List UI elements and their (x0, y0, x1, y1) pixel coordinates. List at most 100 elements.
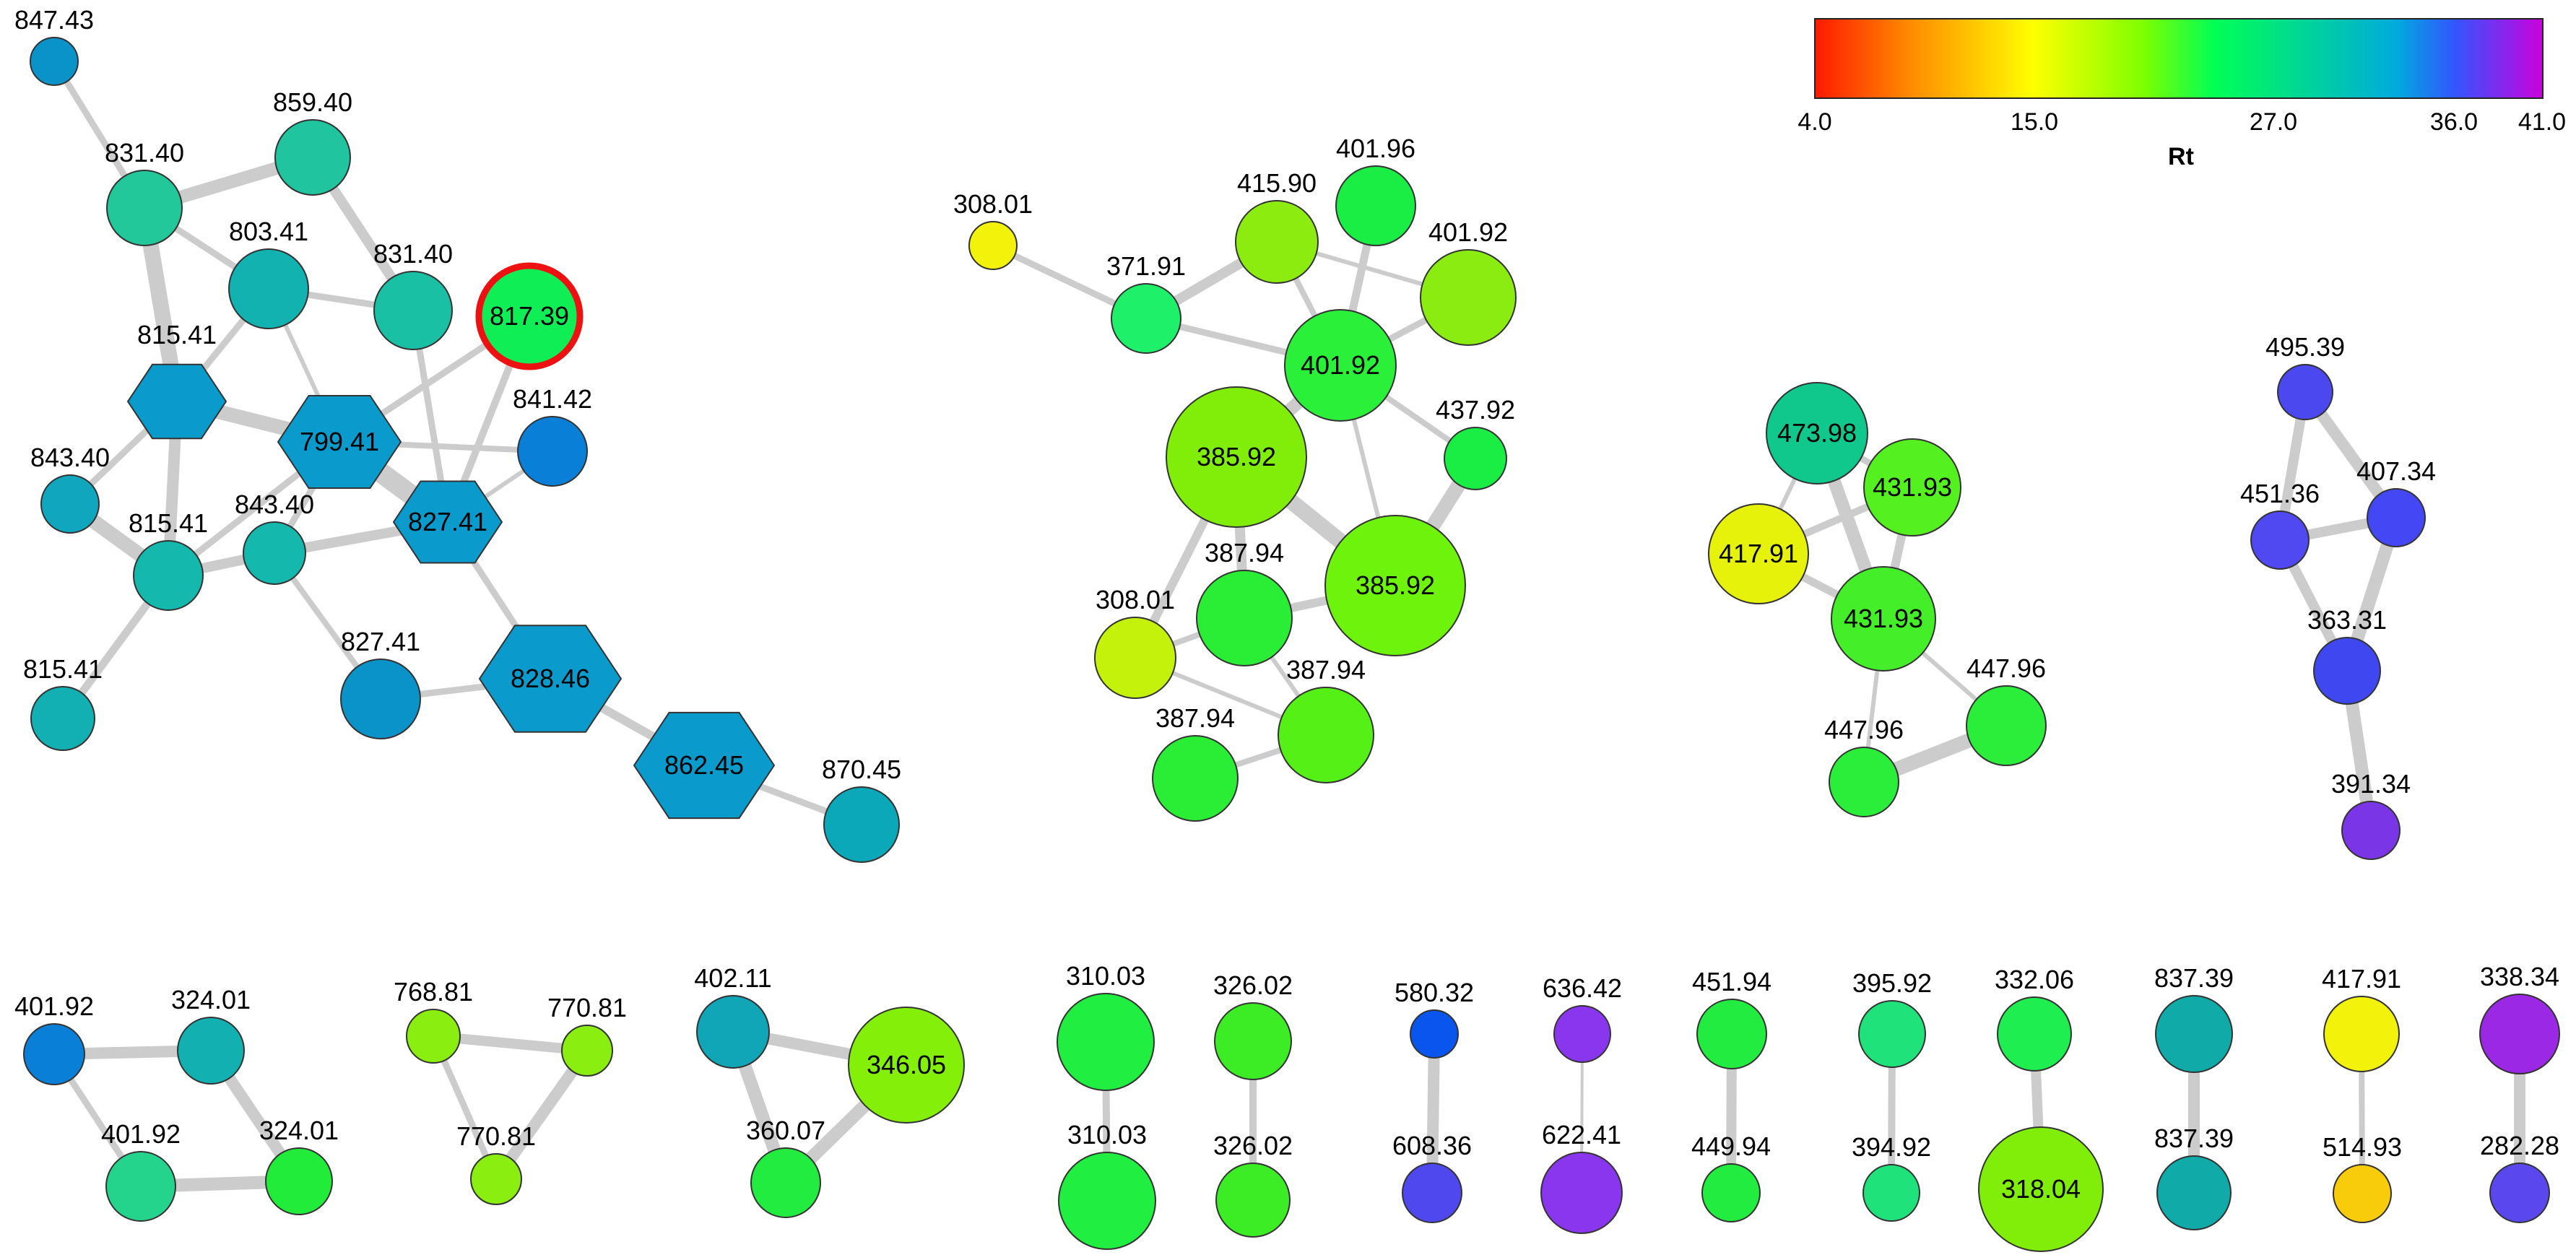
network-node[interactable]: 514.93 (2323, 1132, 2402, 1223)
network-node[interactable]: 437.92 (1436, 395, 1515, 490)
hexagon-node (633, 711, 776, 820)
node-label: 431.93 (1873, 472, 1952, 502)
network-node[interactable]: 417.91 (2322, 964, 2401, 1072)
network-node[interactable]: 324.01 (259, 1116, 339, 1215)
node-label: 447.96 (1966, 653, 2046, 683)
network-node[interactable]: 407.34 (2356, 456, 2436, 547)
network-node[interactable]: 837.39 (2154, 1124, 2234, 1230)
node-label: 473.98 (1777, 418, 1857, 448)
network-node[interactable]: 770.81 (547, 993, 627, 1077)
network-node[interactable]: 391.34 (2331, 769, 2411, 860)
node-label: 608.36 (1392, 1131, 1472, 1160)
circle-node (2277, 364, 2333, 420)
network-node[interactable]: 326.02 (1213, 970, 1293, 1080)
node-label: 803.41 (229, 217, 308, 246)
network-node[interactable]: 608.36 (1392, 1131, 1472, 1223)
network-node[interactable]: 431.93 (1831, 566, 1936, 672)
network-node[interactable]: 495.39 (2265, 332, 2345, 420)
network-node[interactable]: 308.01 (953, 189, 1033, 270)
network-node[interactable]: 859.40 (273, 87, 352, 196)
network-node[interactable]: 401.96 (1335, 134, 1416, 246)
network-node[interactable]: 402.11 (694, 963, 772, 1069)
network-node[interactable]: 770.81 (456, 1121, 536, 1205)
network-node[interactable]: 363.31 (2307, 605, 2387, 705)
network-node[interactable]: 447.96 (1966, 653, 2047, 766)
circle-node (2333, 1164, 2392, 1223)
node-label: 859.40 (273, 87, 352, 117)
circle-node (1152, 735, 1239, 822)
network-node[interactable]: 394.92 (1852, 1132, 1931, 1222)
network-node[interactable]: 326.02 (1213, 1131, 1293, 1238)
circle-node (2367, 488, 2426, 547)
network-node[interactable]: 310.03 (1057, 961, 1155, 1091)
network-node[interactable]: 799.41 (277, 395, 402, 489)
network-node[interactable]: 831.40 (373, 239, 453, 350)
network-node[interactable]: 318.04 (1978, 1126, 2104, 1252)
network-node[interactable]: 847.43 (14, 5, 94, 86)
network-node[interactable]: 401.92 (14, 991, 94, 1085)
rt-colorbar: 4.0 15.0 27.0 36.0 41.0 Rt (1797, 18, 2566, 170)
network-node[interactable]: 417.91 (1708, 503, 1809, 604)
network-node[interactable]: 282.28 (2480, 1131, 2559, 1223)
network-node[interactable]: 622.41 (1540, 1120, 1623, 1234)
node-label: 768.81 (394, 977, 473, 1007)
circle-node (30, 37, 79, 86)
node-label: 318.04 (2001, 1174, 2081, 1204)
node-label: 636.42 (1543, 973, 1622, 1003)
network-node[interactable]: 415.90 (1235, 168, 1319, 284)
circle-node (40, 474, 100, 534)
network-node[interactable]: 395.92 (1852, 968, 1932, 1068)
network-node[interactable]: 310.03 (1058, 1120, 1156, 1250)
network-node[interactable]: 371.91 (1106, 251, 1186, 354)
network-node[interactable]: 843.40 (30, 443, 110, 534)
network-node[interactable]: 831.40 (105, 138, 184, 246)
network-node[interactable]: 401.92 (1284, 309, 1397, 422)
network-node[interactable]: 401.92 (1420, 217, 1517, 346)
network-node[interactable]: 332.06 (1995, 965, 2074, 1072)
network-node[interactable]: 828.46 (478, 625, 623, 733)
network-node[interactable]: 862.45 (633, 711, 776, 820)
network-node[interactable]: 827.41 (392, 480, 503, 564)
network-node[interactable]: 768.81 (394, 977, 473, 1064)
node-label: 451.94 (1692, 967, 1771, 996)
network-node[interactable]: 387.94 (1278, 655, 1374, 783)
network-node[interactable]: 385.92 (1324, 515, 1466, 656)
network-node[interactable]: 387.94 (1196, 538, 1293, 666)
network-node[interactable]: 387.94 (1152, 703, 1239, 822)
network-node[interactable]: 843.40 (235, 490, 314, 585)
network-node[interactable]: 385.92 (1166, 386, 1307, 528)
network-node[interactable]: 360.07 (746, 1116, 825, 1218)
network-node[interactable]: 841.42 (513, 384, 592, 487)
network-node[interactable]: 401.92 (101, 1119, 181, 1222)
network-node[interactable]: 346.05 (848, 1007, 965, 1124)
network-node[interactable]: 447.96 (1824, 715, 1904, 817)
network-node[interactable]: 870.45 (822, 755, 901, 863)
network-node[interactable]: 451.36 (2240, 479, 2320, 570)
network-node[interactable]: 815.41 (129, 508, 208, 611)
circle-node (30, 686, 95, 751)
colorbar-gradient (1814, 18, 2544, 99)
network-node[interactable]: 451.94 (1692, 967, 1771, 1069)
circle-node (1696, 999, 1767, 1069)
network-node[interactable]: 449.94 (1691, 1131, 1771, 1222)
network-node[interactable]: 636.42 (1543, 973, 1622, 1063)
network-node[interactable]: 817.39 (475, 262, 584, 370)
node-label: 326.02 (1213, 1131, 1293, 1160)
network-node[interactable]: 308.01 (1094, 585, 1176, 699)
circle-node (1766, 382, 1868, 485)
node-label: 431.93 (1844, 604, 1923, 633)
node-label: 831.40 (105, 138, 184, 168)
network-node[interactable]: 837.39 (2154, 963, 2234, 1073)
network-node[interactable]: 815.41 (126, 320, 227, 440)
network-node[interactable]: 473.98 (1766, 382, 1868, 485)
network-node[interactable]: 803.41 (228, 217, 309, 329)
network-node[interactable]: 338.34 (2479, 962, 2560, 1074)
colorbar-tick-label: 36.0 (2430, 108, 2478, 136)
network-node[interactable]: 431.93 (1863, 438, 1961, 536)
node-label: 371.91 (1106, 251, 1186, 281)
circle-node (23, 1023, 85, 1085)
network-node[interactable]: 324.01 (171, 985, 251, 1085)
network-node[interactable]: 827.41 (340, 627, 421, 739)
network-node[interactable]: 580.32 (1395, 978, 1474, 1059)
network-node[interactable]: 815.41 (23, 654, 103, 751)
